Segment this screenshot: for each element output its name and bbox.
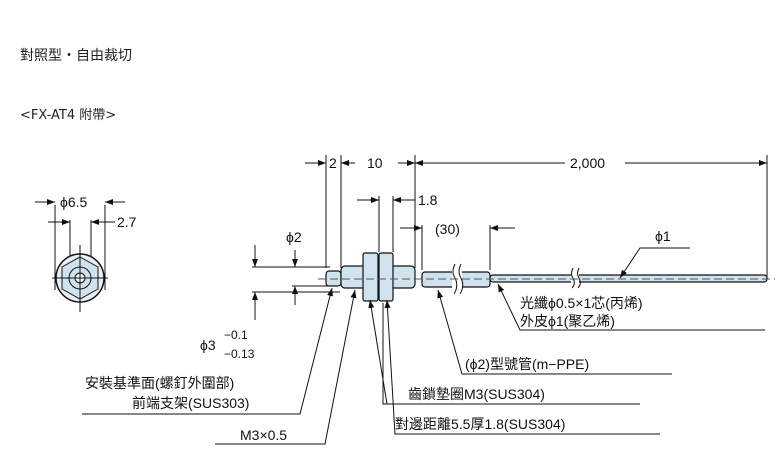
end-inner-label: 2.7	[117, 214, 137, 230]
tolerance-upper: −0.1	[224, 328, 248, 342]
tube-length-label: (30)	[435, 221, 460, 237]
tip-diameter-label: ϕ2	[286, 229, 302, 245]
fiber-jacket-callout: 外皮ϕ1(聚乙烯)	[520, 313, 615, 329]
tip-length-label: 2	[329, 155, 337, 171]
model-subtitle: <FX-AT4 附帶>	[20, 108, 117, 123]
fiber-diameter-label: ϕ1	[655, 228, 671, 244]
thread-diameter-label: ϕ3	[200, 337, 216, 353]
body-length-label: 10	[367, 155, 383, 171]
end-diameter-label: ϕ6.5	[60, 194, 88, 210]
section-title: 對照型・自由裁切	[20, 48, 132, 64]
hex-nut	[378, 252, 394, 302]
washer	[362, 252, 379, 302]
callouts: ϕ1 光纖ϕ0.5×1芯(丙烯) 外皮ϕ1(聚乙烯) (ϕ2)型號管(m−PPE…	[82, 228, 765, 445]
sensor-side-view	[318, 252, 775, 302]
thread-callout: M3×0.5	[240, 427, 287, 443]
fiber-core-callout: 光纖ϕ0.5×1芯(丙烯)	[520, 295, 643, 311]
tolerance-lower: −0.13	[224, 347, 255, 361]
washer-callout: 齒鎖墊圈M3(SUS304)	[408, 386, 545, 402]
end-view: ϕ6.5 2.7	[35, 194, 137, 312]
length-dimensions: 2 10 2,000 1.8 (30)	[305, 155, 768, 278]
nut-callout: 對邊距離5.5厚1.8(SUS304)	[395, 416, 565, 432]
tube-callout: (ϕ2)型號管(m−PPE)	[465, 356, 589, 372]
mount-callout-1: 安裝基準面(螺釘外圍部)	[85, 375, 234, 391]
mount-callout-2: 前端支架(SUS303)	[132, 395, 249, 411]
nut-thickness-label: 1.8	[418, 192, 438, 208]
diameter-dimensions: ϕ2 ϕ3 −0.1 −0.13	[200, 229, 340, 361]
fiber-cable	[489, 274, 768, 283]
cable-length-label: 2,000	[570, 155, 605, 171]
